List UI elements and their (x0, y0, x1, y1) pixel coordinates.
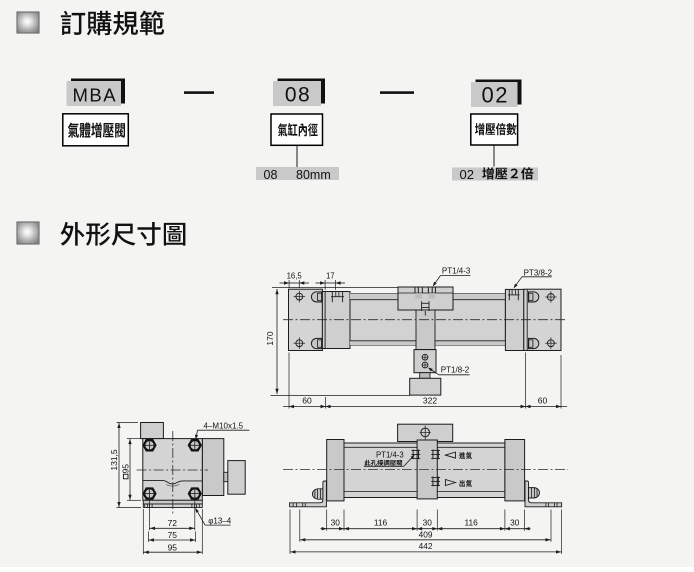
svg-text:116: 116 (464, 518, 478, 528)
svg-text:60: 60 (302, 396, 312, 406)
svg-text:72: 72 (168, 518, 178, 528)
svg-text:95: 95 (120, 464, 130, 474)
svg-text:30: 30 (510, 518, 520, 528)
svg-text:PT1/8-2: PT1/8-2 (441, 366, 470, 375)
svg-text:75: 75 (168, 530, 178, 540)
svg-text:02: 02 (460, 167, 474, 182)
svg-text:16,5: 16,5 (287, 272, 303, 281)
svg-text:322: 322 (423, 396, 437, 406)
svg-text:60: 60 (538, 396, 548, 406)
svg-text:17: 17 (326, 272, 335, 281)
svg-text:116: 116 (374, 518, 388, 528)
svg-text:131,5: 131,5 (109, 449, 119, 471)
svg-text:φ13–4: φ13–4 (208, 516, 232, 525)
svg-text:442: 442 (419, 541, 433, 551)
svg-text:409: 409 (419, 530, 433, 540)
svg-text:95: 95 (168, 542, 178, 552)
svg-text:08: 08 (285, 84, 311, 107)
svg-text:PT1/4-3: PT1/4-3 (442, 266, 471, 275)
svg-text:170: 170 (265, 331, 275, 345)
svg-text:02: 02 (482, 83, 509, 108)
svg-text:PT1/4-3: PT1/4-3 (376, 450, 404, 459)
svg-text:4–M10x1.5: 4–M10x1.5 (204, 421, 244, 430)
svg-text:30: 30 (331, 518, 341, 528)
svg-text:08: 08 (264, 168, 278, 182)
svg-text:PT3/8-2: PT3/8-2 (524, 268, 553, 277)
svg-text:80mm: 80mm (296, 168, 331, 182)
svg-text:MBA: MBA (72, 85, 117, 106)
svg-text:30: 30 (423, 518, 433, 528)
